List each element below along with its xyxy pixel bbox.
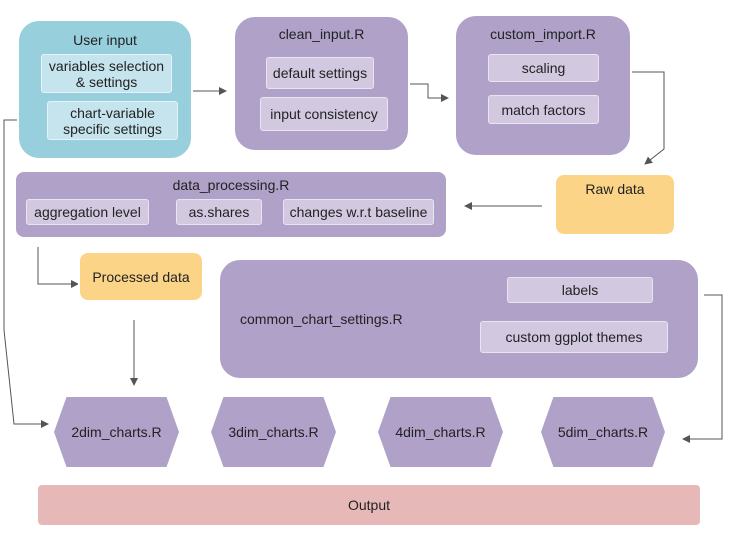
arrow-common-to-5dim <box>682 294 723 443</box>
raw-data-label: Raw data <box>585 181 645 197</box>
common-chart-settings-box: common_chart_settings.R labels custom gg… <box>218 258 700 380</box>
chart-5dim-label: 5dim_charts.R <box>557 424 649 440</box>
common-chart-settings-title: common_chart_settings.R <box>240 311 403 327</box>
chart-4dim-hex: 4dim_charts.R <box>378 397 503 467</box>
clean-input-title: clean_input.R <box>278 26 365 42</box>
raw-data-box: Raw data <box>554 173 676 236</box>
chart-3dim-hex: 3dim_charts.R <box>211 397 336 467</box>
chart-2dim-label: 2dim_charts.R <box>71 424 162 440</box>
as-shares-item: as.shares <box>176 199 262 225</box>
chart-variable-settings-item: chart-variable specific settings <box>47 101 178 140</box>
arrow-import-to-raw <box>631 71 665 165</box>
custom-import-title: custom_import.R <box>490 26 596 42</box>
variables-selection-item: variables selection & settings <box>41 54 172 93</box>
data-processing-title: data_processing.R <box>172 177 290 193</box>
arrow-clean-to-import <box>409 83 449 102</box>
match-factors-item: match factors <box>488 95 599 124</box>
clean-input-box: clean_input.R default settings input con… <box>233 15 410 152</box>
arrow-processing-to-processed <box>37 247 79 288</box>
arrow-user-to-2dim <box>3 119 56 428</box>
processed-data-box: Processed data <box>78 251 204 302</box>
changes-baseline-item: changes w.r.t baseline <box>283 199 434 225</box>
default-settings-item: default settings <box>266 57 374 89</box>
user-input-title: User input <box>73 32 137 48</box>
chart-5dim-hex: 5dim_charts.R <box>541 397 665 467</box>
custom-import-box: custom_import.R scaling match factors <box>454 14 632 157</box>
aggregation-level-item: aggregation level <box>26 199 149 225</box>
input-consistency-item: input consistency <box>260 97 388 131</box>
labels-item: labels <box>507 277 653 303</box>
user-input-box: User input variables selection & setting… <box>17 19 193 160</box>
output-box: Output <box>36 483 702 527</box>
processed-data-label: Processed data <box>92 268 190 285</box>
output-label: Output <box>347 497 391 513</box>
chart-3dim-label: 3dim_charts.R <box>228 424 319 440</box>
chart-2dim-hex: 2dim_charts.R <box>54 397 179 467</box>
scaling-item: scaling <box>488 54 599 82</box>
data-processing-box: data_processing.R aggregation level as.s… <box>14 170 448 239</box>
chart-4dim-label: 4dim_charts.R <box>395 424 486 440</box>
custom-ggplot-themes-item: custom ggplot themes <box>480 321 668 353</box>
